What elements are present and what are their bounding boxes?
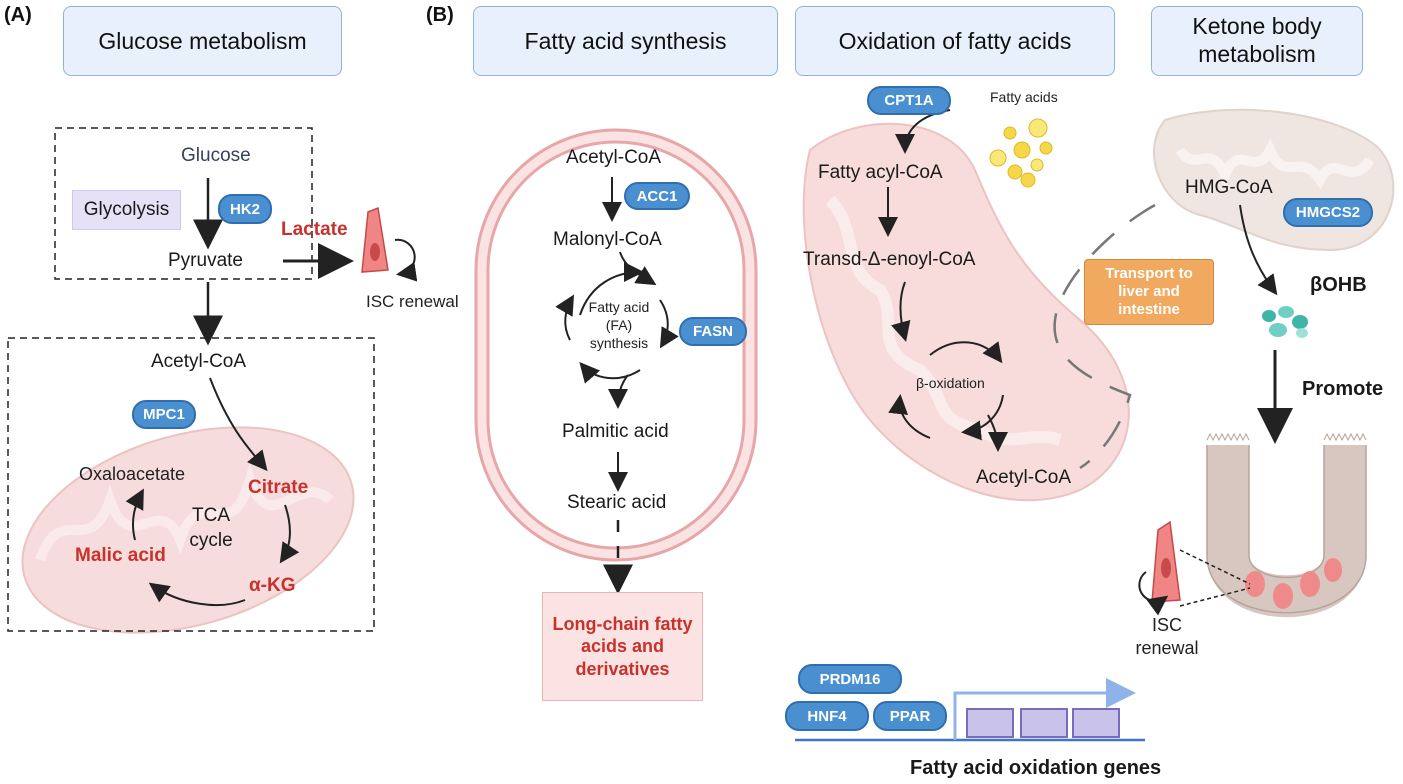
fa-synthesis-cycle-label: Fatty acid (FA) synthesis [588, 299, 650, 352]
isc-renewal-label-a: ISC renewal [366, 292, 459, 311]
fatty-acyl-coa-label: Fatty acyl-CoA [818, 162, 943, 183]
fao-genes-caption: Fatty acid oxidation genes [910, 757, 1162, 779]
acetyl-coa-label-fao: Acetyl-CoA [976, 467, 1072, 488]
long-chain-fatty-acids-box: Long-chain fatty acids and derivatives [542, 592, 703, 701]
cycle-arrow-1 [579, 262, 644, 316]
panel-a-label: (A) [4, 4, 32, 26]
acetyl-coa-label-fas: Acetyl-CoA [566, 147, 662, 168]
prdm16-badge: PRDM16 [798, 664, 902, 694]
transport-box: Transport to liver and intestine [1084, 259, 1214, 325]
callout-line-1 [1179, 549, 1251, 585]
stearic-acid-label: Stearic acid [567, 492, 667, 513]
intestinal-crypt [1206, 432, 1367, 618]
gene-exon-3 [1072, 708, 1120, 738]
callout-line-2 [1179, 587, 1251, 607]
glucose-label: Glucose [181, 145, 251, 166]
beta-cycle-1 [929, 341, 1003, 364]
gene-exon-2 [1020, 708, 1068, 738]
tca-cycle-label: TCA cycle [189, 505, 233, 551]
malic-acid-label: Malic acid [75, 545, 166, 566]
acetyl-coa-label-a: Acetyl-CoA [151, 351, 247, 372]
arrow-acetyl-citrate [209, 377, 268, 472]
malonyl-coa-label: Malonyl-CoA [553, 229, 662, 250]
alpha-kg-label: α-KG [249, 575, 296, 596]
isc-cell-a [361, 206, 418, 282]
mito-dashed-box [7, 337, 375, 632]
header-glucose-metabolism: Glucose metabolism [63, 6, 342, 76]
acc1-enzyme-badge: ACC1 [624, 182, 690, 210]
cycle-arrow-3 [579, 361, 641, 384]
panel-b-label: (B) [426, 4, 454, 26]
hnf4-badge: HNF4 [785, 701, 869, 731]
cell-inner [486, 140, 746, 550]
gene-track [795, 678, 1145, 742]
lactate-label: Lactate [281, 219, 348, 240]
fasn-enzyme-badge: FASN [679, 317, 747, 346]
pyruvate-label: Pyruvate [168, 250, 243, 271]
header-ketone-metabolism: Ketone body metabolism [1151, 6, 1363, 76]
hmg-coa-label: HMG-CoA [1185, 177, 1273, 198]
isc-renewal-label-ketone: ISC renewal [1135, 615, 1199, 659]
oxaloacetate-label: Oxaloacetate [79, 464, 186, 484]
arrow-akg-malic [148, 582, 246, 606]
arrow-citrate-akg [279, 504, 300, 564]
bohb-label: βOHB [1310, 274, 1367, 296]
bohb-droplets [1262, 306, 1308, 338]
beta-cycle-3 [888, 394, 931, 439]
isc-cell-ketone [1138, 520, 1181, 616]
transport-dashed-curve [1053, 203, 1156, 470]
header-fatty-acid-oxidation: Oxidation of fatty acids [795, 6, 1115, 76]
cpt1a-enzyme-badge: CPT1A [867, 86, 951, 115]
arrow-enoyl-beta [891, 281, 911, 342]
mitochondrion-a [21, 426, 355, 634]
beta-oxidation-label: β-oxidation [916, 375, 985, 391]
cycle-arrow-2 [659, 299, 679, 349]
palmitic-acid-label: Palmitic acid [562, 421, 669, 442]
gene-exon-1 [966, 708, 1014, 738]
hk2-enzyme-badge: HK2 [218, 194, 272, 224]
arrow-hmg-bohb [1239, 204, 1278, 296]
promote-label: Promote [1302, 378, 1384, 400]
header-fatty-acid-synthesis: Fatty acid synthesis [473, 6, 778, 76]
arrow-beta-acetyl [987, 414, 1008, 452]
mpc1-enzyme-badge: MPC1 [132, 400, 196, 429]
glycolysis-box: Glycolysis [72, 190, 181, 230]
citrate-label: Citrate [248, 477, 309, 498]
hmgcs2-enzyme-badge: HMGCS2 [1283, 198, 1373, 227]
fatty-acids-label: Fatty acids [990, 89, 1058, 105]
cycle-arrow-4 [555, 294, 575, 341]
fatty-acid-droplets [989, 118, 1053, 188]
arrow-cycle-palmitic [608, 374, 629, 409]
arrow-malic-oxaloacetate [125, 488, 144, 541]
ppar-badge: PPAR [873, 701, 947, 731]
enoyl-coa-label: Transd-Δ-enoyl-CoA [803, 249, 976, 270]
